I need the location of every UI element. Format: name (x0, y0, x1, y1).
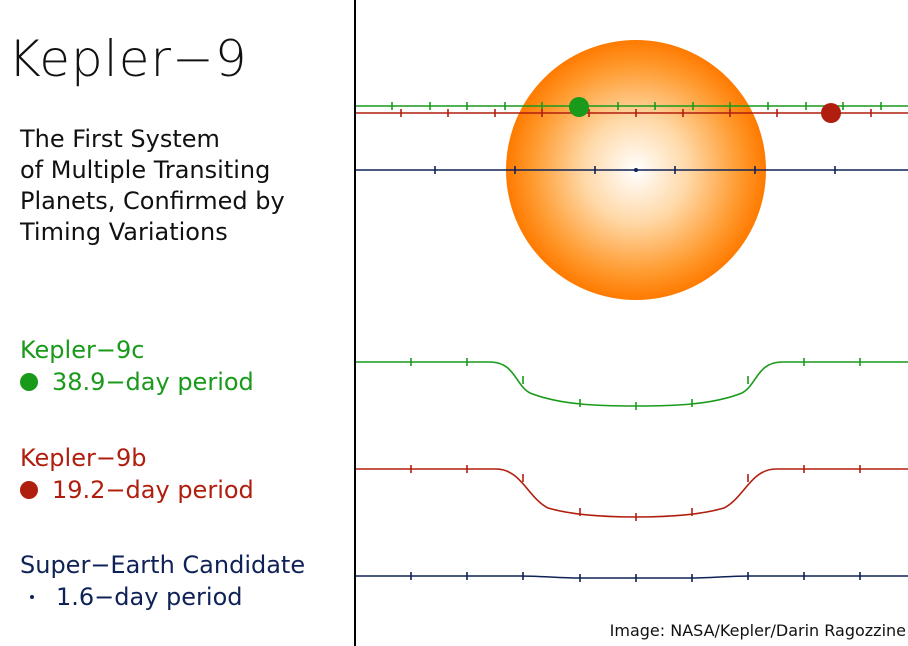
info-panel: Kepler−9 The First System of Multiple Tr… (0, 0, 354, 646)
light-curve-super-earth (356, 575, 908, 579)
legend-period-row: 19.2−day period (20, 474, 254, 506)
legend-super-earth: Super−Earth Candidate 1.6−day period (20, 549, 305, 613)
subtitle-line: The First System (20, 125, 220, 153)
subtitle: The First System of Multiple Transiting … (20, 124, 350, 248)
planet-kepler-9b (821, 103, 841, 123)
planet-kepler-9c (569, 97, 589, 117)
subtitle-line: of Multiple Transiting (20, 156, 271, 184)
planet-marker-icon (20, 481, 38, 499)
legend-period: 1.6−day period (56, 583, 243, 611)
legend-period-row: 1.6−day period (20, 581, 305, 613)
legend-name: Super−Earth Candidate (20, 551, 306, 579)
panel-divider (354, 0, 356, 646)
legend-period: 19.2−day period (52, 476, 254, 504)
subtitle-line: Planets, Confirmed by (20, 187, 285, 215)
planet-marker-icon (30, 595, 34, 599)
planet-super-earth (634, 168, 638, 172)
legend-kepler-9b: Kepler−9b 19.2−day period (20, 442, 254, 506)
curve-ticks (410, 358, 861, 582)
legend-period: 38.9−day period (52, 368, 254, 396)
legend-name: Kepler−9c (20, 336, 145, 364)
light-curve-kepler-9b (356, 468, 908, 518)
subtitle-line: Timing Variations (20, 218, 228, 246)
light-curve-kepler-9c (356, 361, 908, 407)
image-credit: Image: NASA/Kepler/Darin Ragozzine (609, 621, 906, 640)
legend-kepler-9c: Kepler−9c 38.9−day period (20, 334, 254, 398)
page-title: Kepler−9 (8, 30, 248, 88)
legend-name: Kepler−9b (20, 444, 147, 472)
planet-marker-icon (20, 373, 38, 391)
legend-period-row: 38.9−day period (20, 366, 254, 398)
